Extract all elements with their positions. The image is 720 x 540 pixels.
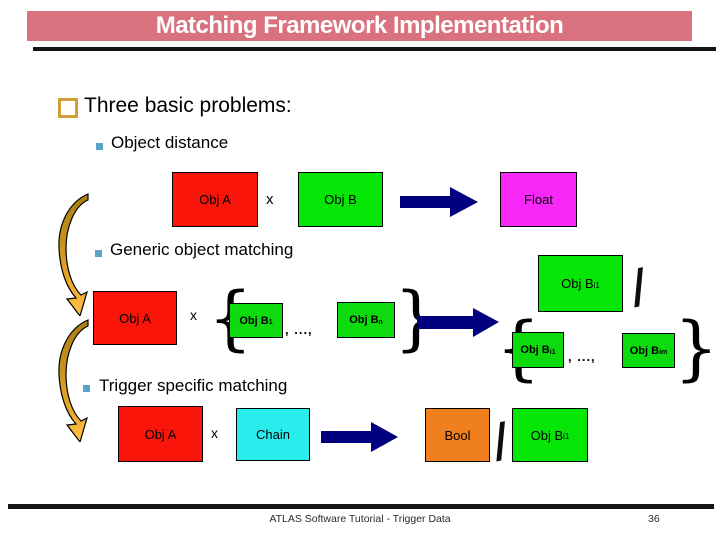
obj-a-box: Obj A [172,172,258,227]
bullet-trigger-matching: Trigger specific matching [99,376,288,395]
bullet-generic-matching: Generic object matching [110,240,294,259]
obj-a-box: Obj A [118,406,203,462]
block-arrow-icon [417,308,499,337]
times-operator: x [190,307,197,323]
heading-text: Three basic problems: [84,94,292,117]
obj-bn-label: Obj B [349,314,379,326]
footer-text: ATLAS Software Tutorial - Trigger Data [269,513,451,525]
square-bullet-icon [95,250,102,257]
block-arrow-icon [400,187,478,217]
curved-arrow-icon [58,193,89,316]
obj-b1-label: Obj B [239,314,269,327]
obj-b-label: Obj B [324,192,357,207]
float-box: Float [500,172,577,227]
title-divider-line [33,47,716,51]
obj-bi1-label: Obj B [561,276,594,291]
bool-label: Bool [444,427,471,443]
chain-label: Chain [256,427,290,442]
obj-b1-subscript: 1 [268,319,273,326]
obj-a-box: Obj A [93,291,177,345]
square-outline-bullet-icon [58,98,78,118]
square-bullet-icon [83,385,90,392]
obj-bn-subscript: n [378,318,383,326]
times-operator: x [266,191,274,208]
set-obj-bim-subscript: im [659,349,668,356]
obj-bi1-label: Obj B [530,427,564,443]
square-bullet-icon [96,143,103,150]
obj-a-label: Obj A [144,426,177,442]
obj-bi1-subscript: i1 [563,432,570,441]
float-label: Float [524,192,553,207]
slide-title-bar: Matching Framework Implementation [27,11,692,41]
chain-box: Chain [236,408,310,461]
page-number: 36 [648,513,660,525]
close-brace: } [674,307,719,389]
slash-separator: / [624,257,653,315]
ellipsis-text: , ..., [285,322,313,337]
slide-title: Matching Framework Implementation [155,12,564,39]
obj-bi1-subscript: i1 [593,280,600,290]
obj-a-label: Obj A [199,192,231,207]
set-obj-bi1-label: Obj B [520,344,550,356]
bool-box: Bool [425,408,490,462]
bullet-object-distance: Object distance [111,133,229,152]
ellipsis-text: , ..., [568,349,596,364]
set-obj-bim-label: Obj B [629,344,660,357]
footer-divider-line [8,504,714,509]
curved-arrow-icon [58,319,89,442]
block-arrow-icon [321,422,398,452]
obj-a-label: Obj A [119,310,151,326]
set-obj-bi1-subscript: i1 [549,348,556,356]
slash-separator: / [486,411,515,469]
obj-b-box: Obj B [298,172,383,227]
times-operator: x [211,425,218,441]
